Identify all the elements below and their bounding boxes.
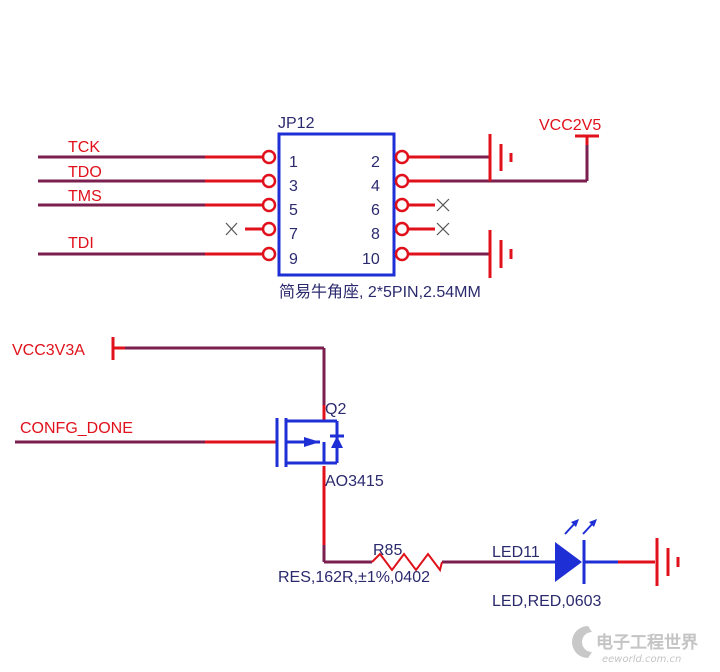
right-pin-numbers: 2 4 6 8 10 (362, 154, 380, 268)
connector-pins (261, 149, 410, 262)
resistor-ref: R85 (373, 542, 402, 559)
body-diode-icon (331, 436, 343, 448)
net-label-confg-done: CONFG_DONE (20, 420, 133, 437)
mosfet-body-arrow (304, 437, 320, 447)
svg-text:8: 8 (371, 226, 380, 243)
net-label-vcc3v3a: VCC3V3A (12, 342, 85, 359)
watermark: 电子工程世界 eeworld.com.cn (572, 626, 698, 665)
transistor-ref: Q2 (325, 401, 346, 418)
svg-text:3: 3 (289, 178, 298, 195)
no-connect-markers (225, 198, 450, 236)
net-label-tdi: TDI (68, 235, 94, 252)
jp12-connector-body (277, 132, 396, 277)
svg-text:4: 4 (371, 178, 380, 195)
light-emission-arrows-icon (564, 519, 597, 535)
svg-text:电子工程世界: 电子工程世界 (596, 632, 698, 653)
svg-text:5: 5 (289, 202, 298, 219)
ground-icon (488, 134, 513, 181)
left-pin-numbers: 1 3 5 7 9 (289, 154, 298, 268)
connector-ref: JP12 (278, 115, 315, 132)
svg-text:eeworld.com.cn: eeworld.com.cn (602, 654, 681, 665)
net-label-tms: TMS (68, 188, 102, 205)
svg-text:1: 1 (289, 154, 298, 171)
svg-text:9: 9 (289, 251, 298, 268)
led-ref: LED11 (492, 544, 540, 561)
svg-text:6: 6 (371, 202, 380, 219)
led-symbol (555, 540, 586, 584)
svg-text:10: 10 (362, 251, 380, 268)
connector-description: 简易牛角座, 2*5PIN,2.54MM (279, 283, 481, 301)
net-label-tdo: TDO (68, 164, 102, 181)
watermark-logo-icon (572, 626, 592, 658)
power-wires (113, 346, 655, 564)
transistor-part: AO3415 (325, 473, 384, 490)
ground-icon (655, 538, 680, 586)
net-label-vcc2v5: VCC2V5 (539, 117, 601, 134)
svg-text:2: 2 (371, 154, 380, 171)
net-label-tck: TCK (68, 139, 100, 156)
ground-icon (488, 230, 513, 278)
resistor-value: RES,162R,±1%,0402 (278, 569, 430, 586)
jtag-wires (38, 136, 589, 256)
led-value: LED,RED,0603 (492, 593, 601, 610)
svg-text:7: 7 (289, 226, 298, 243)
resistor-r85-symbol (371, 552, 443, 573)
